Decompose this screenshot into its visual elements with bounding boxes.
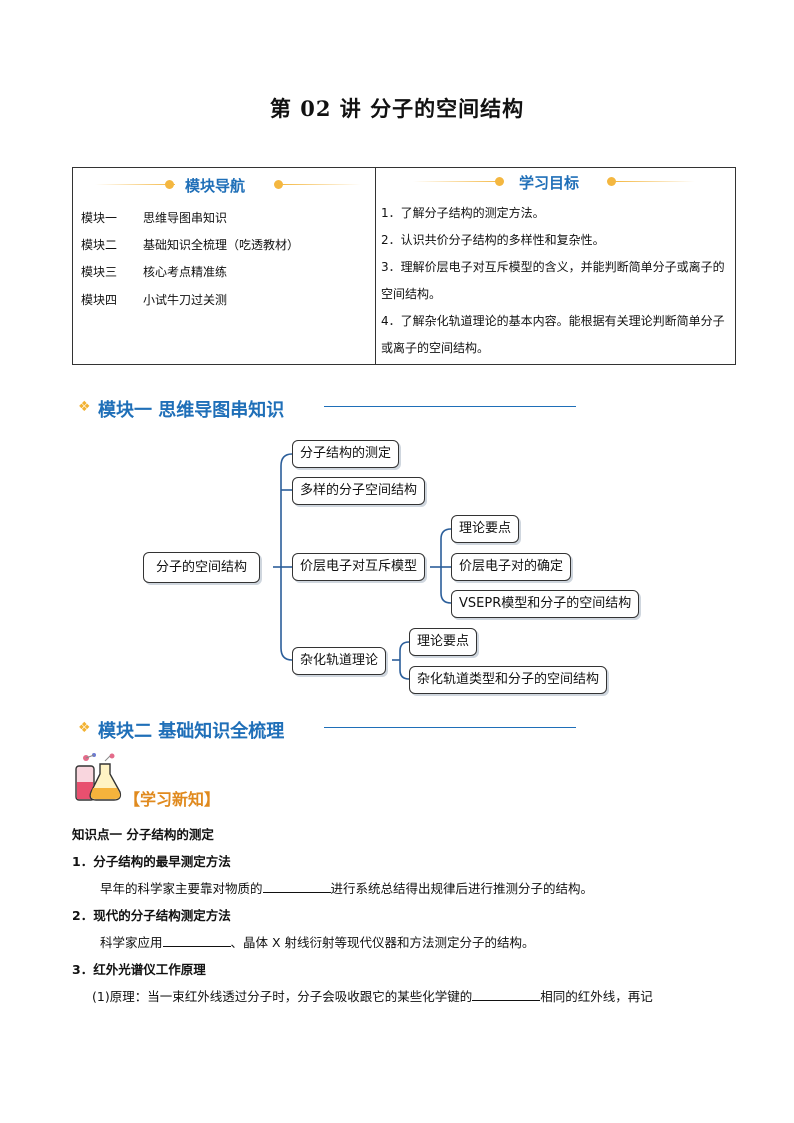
module1-rule — [324, 406, 576, 407]
mindmap-leaf: 理论要点 — [409, 628, 478, 656]
paragraph-text: 早年的科学家主要靠对物质的 — [100, 881, 263, 896]
paragraph: (1)原理：当一束红外线透过分子时，分子会吸收跟它的某些化学键的 相同的红外线，再… — [92, 986, 653, 1005]
nav-row-text[interactable]: 核心考点精准练 — [143, 265, 228, 279]
goals-heading-line-left — [413, 181, 503, 182]
mindmap-leaf: 杂化轨道类型和分子的空间结构 — [409, 666, 608, 694]
module2-rule — [324, 727, 576, 728]
module1-heading: 模块一 思维导图串知识 — [98, 400, 285, 421]
module2-heading: 模块二 基础知识全梳理 — [98, 721, 285, 742]
paragraph-text: 、晶体 X 射线衍射等现代仪器和方法测定分子的结构。 — [230, 935, 535, 950]
nav-row-label: 模块二 — [81, 238, 118, 252]
paragraph: 科学家应用 、晶体 X 射线衍射等现代仪器和方法测定分子的结构。 — [100, 932, 535, 951]
diamond-icon: ❖ — [78, 720, 91, 736]
nav-row-label: 模块四 — [81, 293, 118, 307]
mindmap-branch: 分子结构的测定 — [292, 440, 400, 468]
nav-row-label: 模块三 — [81, 265, 118, 279]
goal-item: 3．理解价层电子对互斥模型的含义，并能判断简单分子或离子的空间结构。 — [381, 260, 725, 301]
module-nav-table: 模块导航 模块一 思维导图串知识 模块二 基础知识全梳理（吃透教材） 模块三 核… — [72, 167, 736, 365]
fill-blank[interactable] — [262, 880, 331, 893]
goals-heading-line-right — [615, 181, 695, 182]
page-title: 第 02 讲 分子的空间结构 — [269, 96, 525, 121]
section-heading: 1．分子结构的最早测定方法 — [72, 854, 231, 869]
fill-blank[interactable] — [472, 988, 541, 1001]
mindmap-root: 分子的空间结构 — [143, 552, 261, 583]
flask-icon — [75, 753, 122, 801]
paragraph-text: (1)原理：当一束红外线透过分子时，分子会吸收跟它的某些化学键的 — [92, 989, 473, 1004]
nav-row-text[interactable]: 基础知识全梳理（吃透教材） — [143, 238, 300, 252]
nav-row-label: 模块一 — [81, 211, 118, 225]
goals-heading-dot-left — [495, 177, 504, 186]
learn-new-label: 【学习新知】 — [124, 790, 221, 809]
goals-heading-dot-right — [607, 177, 616, 186]
fill-blank[interactable] — [162, 934, 231, 947]
nav-row-text[interactable]: 思维导图串知识 — [143, 211, 228, 225]
knowledge-point-title: 知识点一 分子结构的测定 — [72, 827, 214, 842]
goal-item: 4．了解杂化轨道理论的基本内容。能根据有关理论判断简单分子或离子的空间结构。 — [381, 314, 725, 355]
paragraph-text: 进行系统总结得出规律后进行推测分子的结构。 — [330, 881, 594, 896]
mindmap-leaf: 价层电子对的确定 — [451, 553, 572, 581]
nav-heading: 模块导航 — [185, 177, 246, 195]
paragraph-text: 相同的红外线，再记 — [540, 989, 653, 1004]
goal-item: 2．认识共价分子结构的多样性和复杂性。 — [381, 233, 605, 247]
mindmap-leaf: VSEPR模型和分子的空间结构 — [451, 590, 640, 618]
table-divider — [375, 168, 376, 364]
nav-heading-dot-left — [165, 180, 174, 189]
mindmap-branch: 价层电子对互斥模型 — [292, 553, 426, 581]
mindmap-leaf: 理论要点 — [451, 515, 520, 543]
nav-heading-line-right — [281, 184, 361, 185]
diamond-icon: ❖ — [78, 399, 91, 415]
nav-row-text[interactable]: 小试牛刀过关测 — [143, 293, 228, 307]
nav-heading-dot-right — [274, 180, 283, 189]
mindmap-branch: 杂化轨道理论 — [292, 647, 387, 675]
mindmap-branch: 多样的分子空间结构 — [292, 477, 426, 505]
section-heading: 2．现代的分子结构测定方法 — [72, 908, 231, 923]
goal-item: 1．了解分子结构的测定方法。 — [381, 206, 545, 220]
paragraph-text: 科学家应用 — [100, 935, 163, 950]
paragraph: 早年的科学家主要靠对物质的 进行系统总结得出规律后进行推测分子的结构。 — [100, 878, 593, 897]
section-heading: 3．红外光谱仪工作原理 — [72, 962, 206, 977]
nav-heading-line-left — [95, 184, 175, 185]
goals-heading: 学习目标 — [519, 174, 580, 192]
